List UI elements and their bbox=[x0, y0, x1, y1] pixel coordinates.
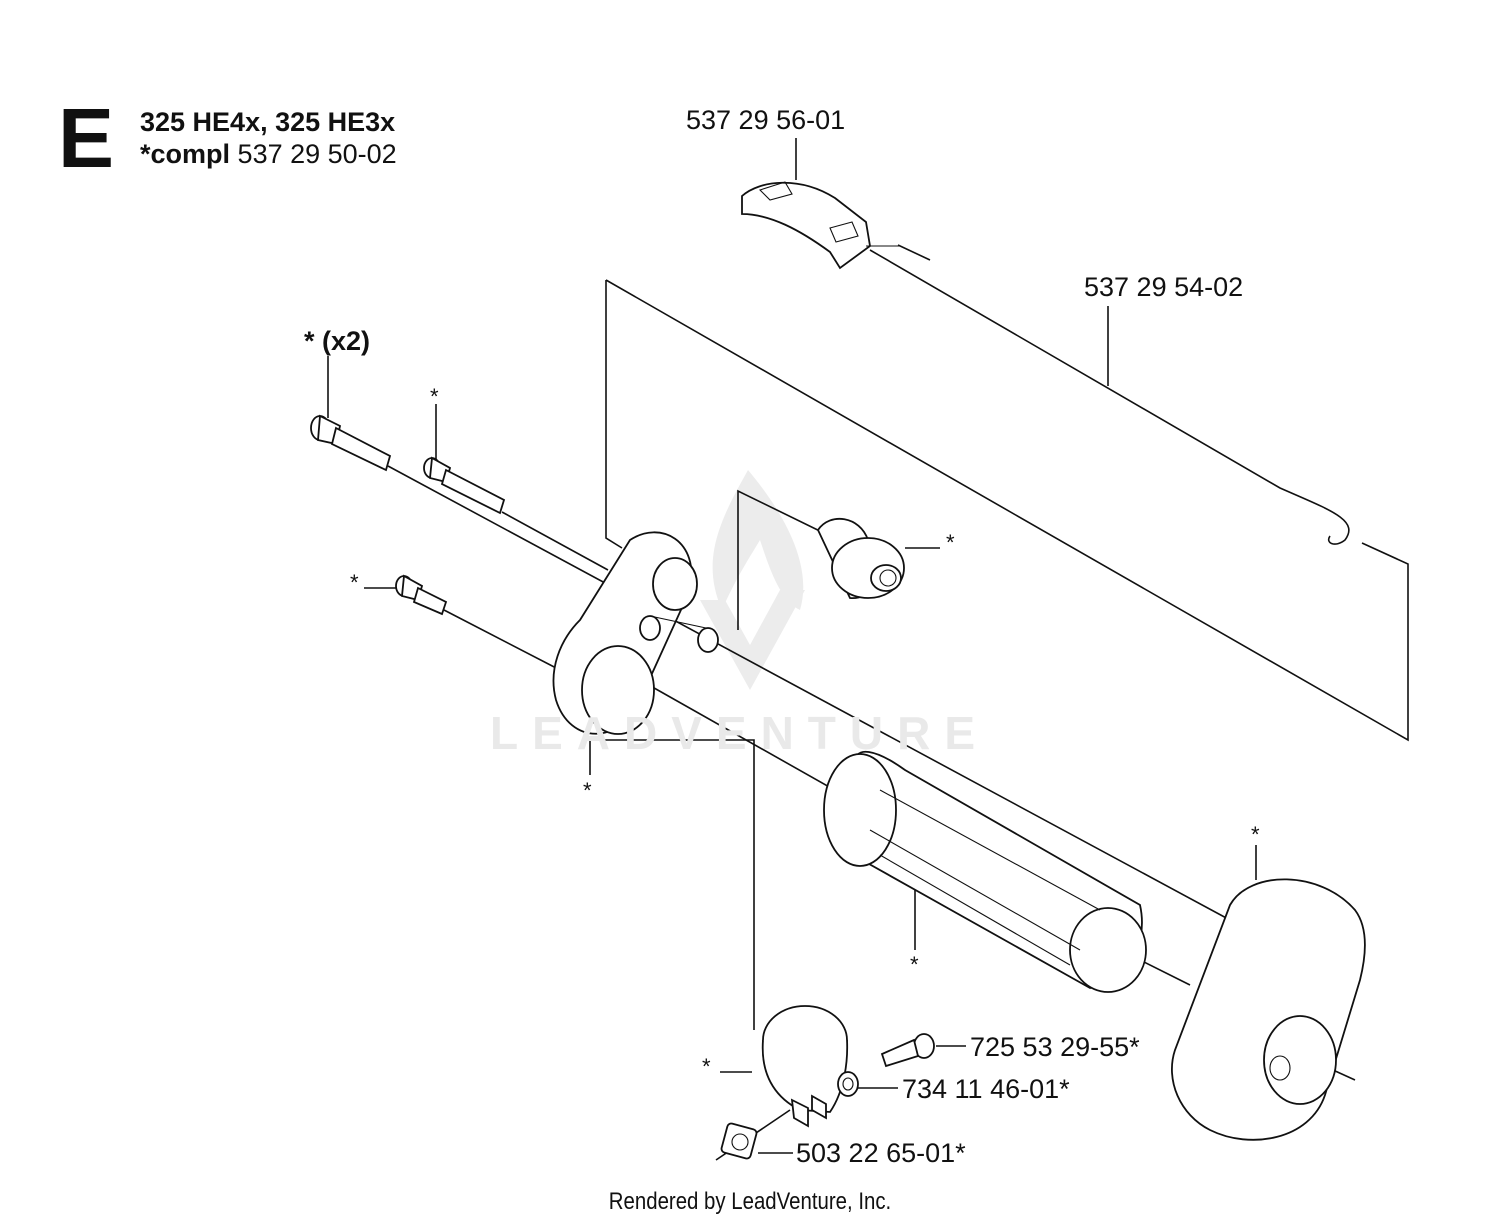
compl-number: 537 29 50-02 bbox=[237, 139, 397, 169]
asterisk-screw-medium: * bbox=[430, 384, 439, 409]
pinion-gear bbox=[816, 517, 905, 599]
throttle-cable bbox=[869, 244, 1350, 545]
washer bbox=[837, 1071, 859, 1097]
asterisk-handle-grip: * bbox=[910, 952, 919, 977]
label-screw: 725 53 29-55* bbox=[970, 1032, 1140, 1062]
complete-assembly-number: *compl 537 29 50-02 bbox=[140, 139, 397, 170]
asterisk-handle-clamp: * bbox=[702, 1054, 711, 1079]
label-screw-x2: * (x2) bbox=[304, 326, 371, 356]
handle-clamp bbox=[761, 1005, 849, 1128]
label-nut: 503 22 65-01* bbox=[796, 1138, 966, 1168]
asterisk-screw-short: * bbox=[350, 570, 359, 595]
label-washer: 734 11 46-01* bbox=[902, 1074, 1070, 1104]
handle-bracket bbox=[552, 531, 719, 735]
asterisk-handle-bracket: * bbox=[583, 778, 592, 803]
compl-prefix: *compl bbox=[140, 139, 231, 169]
end-cap bbox=[1171, 878, 1366, 1141]
screw-long bbox=[310, 414, 392, 472]
screw-medium bbox=[423, 456, 506, 515]
clamp-screw bbox=[880, 1033, 935, 1068]
handle-grip bbox=[823, 750, 1147, 993]
section-letter: E bbox=[58, 91, 115, 185]
model-title: 325 HE4x, 325 HE3x bbox=[140, 107, 396, 137]
footer-credit: Rendered by LeadVenture, Inc. bbox=[608, 1188, 892, 1215]
square-nut bbox=[720, 1122, 758, 1160]
label-throttle-cable: 537 29 54-02 bbox=[1084, 272, 1244, 302]
throttle-trigger bbox=[741, 181, 900, 270]
watermark-logo bbox=[700, 470, 805, 690]
watermark-text: LEADVENTURE bbox=[490, 707, 990, 759]
label-throttle-trigger: 537 29 56-01 bbox=[686, 105, 846, 135]
screw-short bbox=[395, 574, 448, 616]
asterisk-pinion-gear: * bbox=[946, 530, 955, 555]
asterisk-end-cap: * bbox=[1251, 822, 1260, 847]
